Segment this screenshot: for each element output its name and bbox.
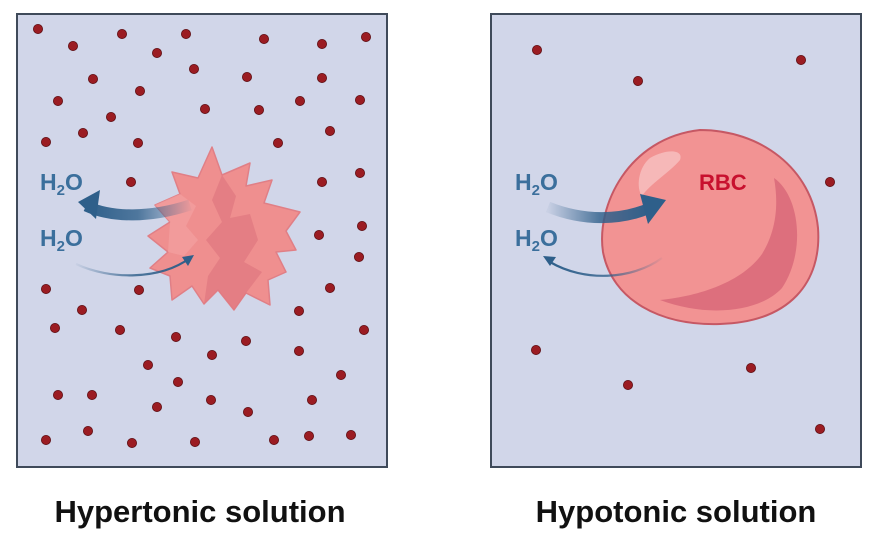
solute-particle <box>293 345 304 356</box>
solute-particle <box>796 55 807 66</box>
solute-particle <box>115 324 126 335</box>
solute-particle <box>258 34 269 45</box>
solute-particle <box>133 284 144 295</box>
solute-particle <box>88 74 99 85</box>
h2o-label-inflow-hypotonic: H2O <box>515 169 558 199</box>
solute-particle <box>316 39 327 50</box>
solute-particle <box>50 322 61 333</box>
solute-particle <box>746 362 757 373</box>
solute-particle <box>272 137 283 148</box>
solute-particle <box>293 305 304 316</box>
solute-particle <box>205 394 216 405</box>
water-outflow-arrowhead-hypotonic <box>543 256 556 266</box>
solute-particle <box>41 136 52 147</box>
water-inflow-arrow <box>75 257 191 277</box>
solute-particle <box>53 96 64 107</box>
solute-particle <box>623 379 634 390</box>
solute-particle <box>303 430 314 441</box>
solute-particle <box>53 389 64 400</box>
water-outflow-arrow <box>83 199 192 221</box>
h2o-label-outflow-hypotonic: H2O <box>515 225 558 255</box>
solute-particle <box>825 176 836 187</box>
crenated-red-blood-cell <box>147 146 301 311</box>
solute-particle <box>306 394 317 405</box>
h2o-label-inflow: H2O <box>40 225 83 255</box>
solute-particle <box>142 359 153 370</box>
solute-particle <box>33 23 44 34</box>
solute-particle <box>126 176 137 187</box>
water-inflow-arrow-hypotonic <box>545 201 653 224</box>
solute-particle <box>268 434 279 445</box>
solute-particle <box>132 137 143 148</box>
solute-particle <box>206 349 217 360</box>
solute-particle <box>242 406 253 417</box>
solute-particle <box>134 86 145 97</box>
solute-particle <box>313 229 324 240</box>
solute-particle <box>345 429 356 440</box>
solute-particle <box>815 423 826 434</box>
solute-particle <box>353 251 364 262</box>
solute-particle <box>356 220 367 231</box>
solute-particle <box>633 76 644 87</box>
solute-particle <box>87 389 98 400</box>
solute-particle <box>531 344 542 355</box>
solute-particle <box>240 335 251 346</box>
solute-particle <box>68 41 79 52</box>
solute-particle <box>78 127 89 138</box>
solute-particle <box>316 176 327 187</box>
solute-particle <box>354 95 365 106</box>
solute-particle <box>360 32 371 43</box>
solute-particle <box>117 28 128 39</box>
solute-particle <box>83 425 94 436</box>
water-outflow-arrowhead <box>78 190 100 219</box>
solute-particle <box>41 434 52 445</box>
solute-particle <box>294 96 305 107</box>
water-inflow-arrowhead-hypotonic <box>640 194 666 224</box>
hypertonic-caption: Hypertonic solution <box>54 494 346 529</box>
solute-particle <box>106 112 117 123</box>
solute-particle <box>151 401 162 412</box>
solute-particle <box>241 72 252 83</box>
solute-particle <box>151 48 162 59</box>
rbc-label: RBC <box>699 170 747 195</box>
solute-particle <box>180 28 191 39</box>
solute-particle <box>188 64 199 75</box>
solute-particles-hypotonic <box>531 45 836 434</box>
solute-particle <box>335 369 346 380</box>
solute-particle <box>253 105 264 116</box>
hypotonic-caption: Hypotonic solution <box>535 494 817 529</box>
h2o-label-outflow: H2O <box>40 169 83 199</box>
swollen-red-blood-cell <box>601 128 820 326</box>
solute-particle <box>170 331 181 342</box>
solute-particle <box>127 437 138 448</box>
solute-particle <box>324 126 335 137</box>
solute-particle <box>316 73 327 84</box>
solute-particle <box>172 376 183 387</box>
water-inflow-arrowhead <box>182 255 194 266</box>
solute-particle <box>199 104 210 115</box>
solute-particle <box>189 436 200 447</box>
solute-particle <box>324 282 335 293</box>
solute-particle <box>532 45 543 56</box>
solute-particles-hypertonic <box>33 23 371 448</box>
water-outflow-arrow-hypotonic <box>549 257 663 277</box>
solute-particle <box>41 283 52 294</box>
solute-particle <box>354 167 365 178</box>
solute-particle <box>77 304 88 315</box>
solute-particle <box>358 324 369 335</box>
